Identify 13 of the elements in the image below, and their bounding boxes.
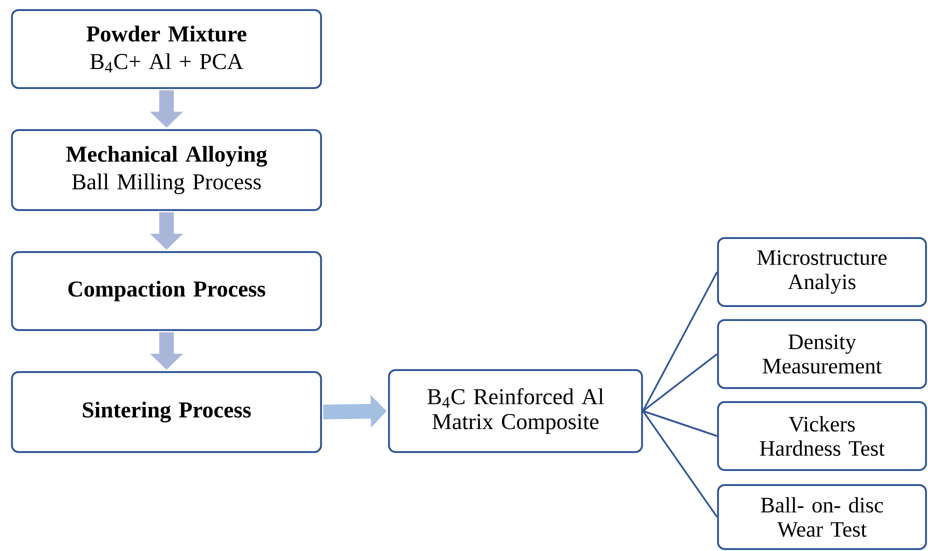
process-box: Microstructure Analyis [717, 237, 927, 307]
connector-line [642, 410, 718, 437]
process-box: Sintering Process [11, 371, 322, 453]
process-box: Density Measurement [717, 319, 927, 389]
process-box: Vickers Hardness Test [717, 401, 927, 471]
connector-line [642, 272, 718, 412]
process-box: Mechanical Alloying Ball Milling Process [11, 129, 322, 211]
connector-line [642, 410, 718, 518]
connector-line [642, 353, 718, 412]
process-box: B$_{4}$C Reinforced Al Matrix Composite [388, 369, 643, 453]
process-box: Powder Mixture B$_{4}$C+ Al + PCA [11, 9, 322, 89]
process-box: Ball- on- disc Wear Test [717, 484, 927, 550]
process-box: Compaction Process [11, 251, 322, 331]
